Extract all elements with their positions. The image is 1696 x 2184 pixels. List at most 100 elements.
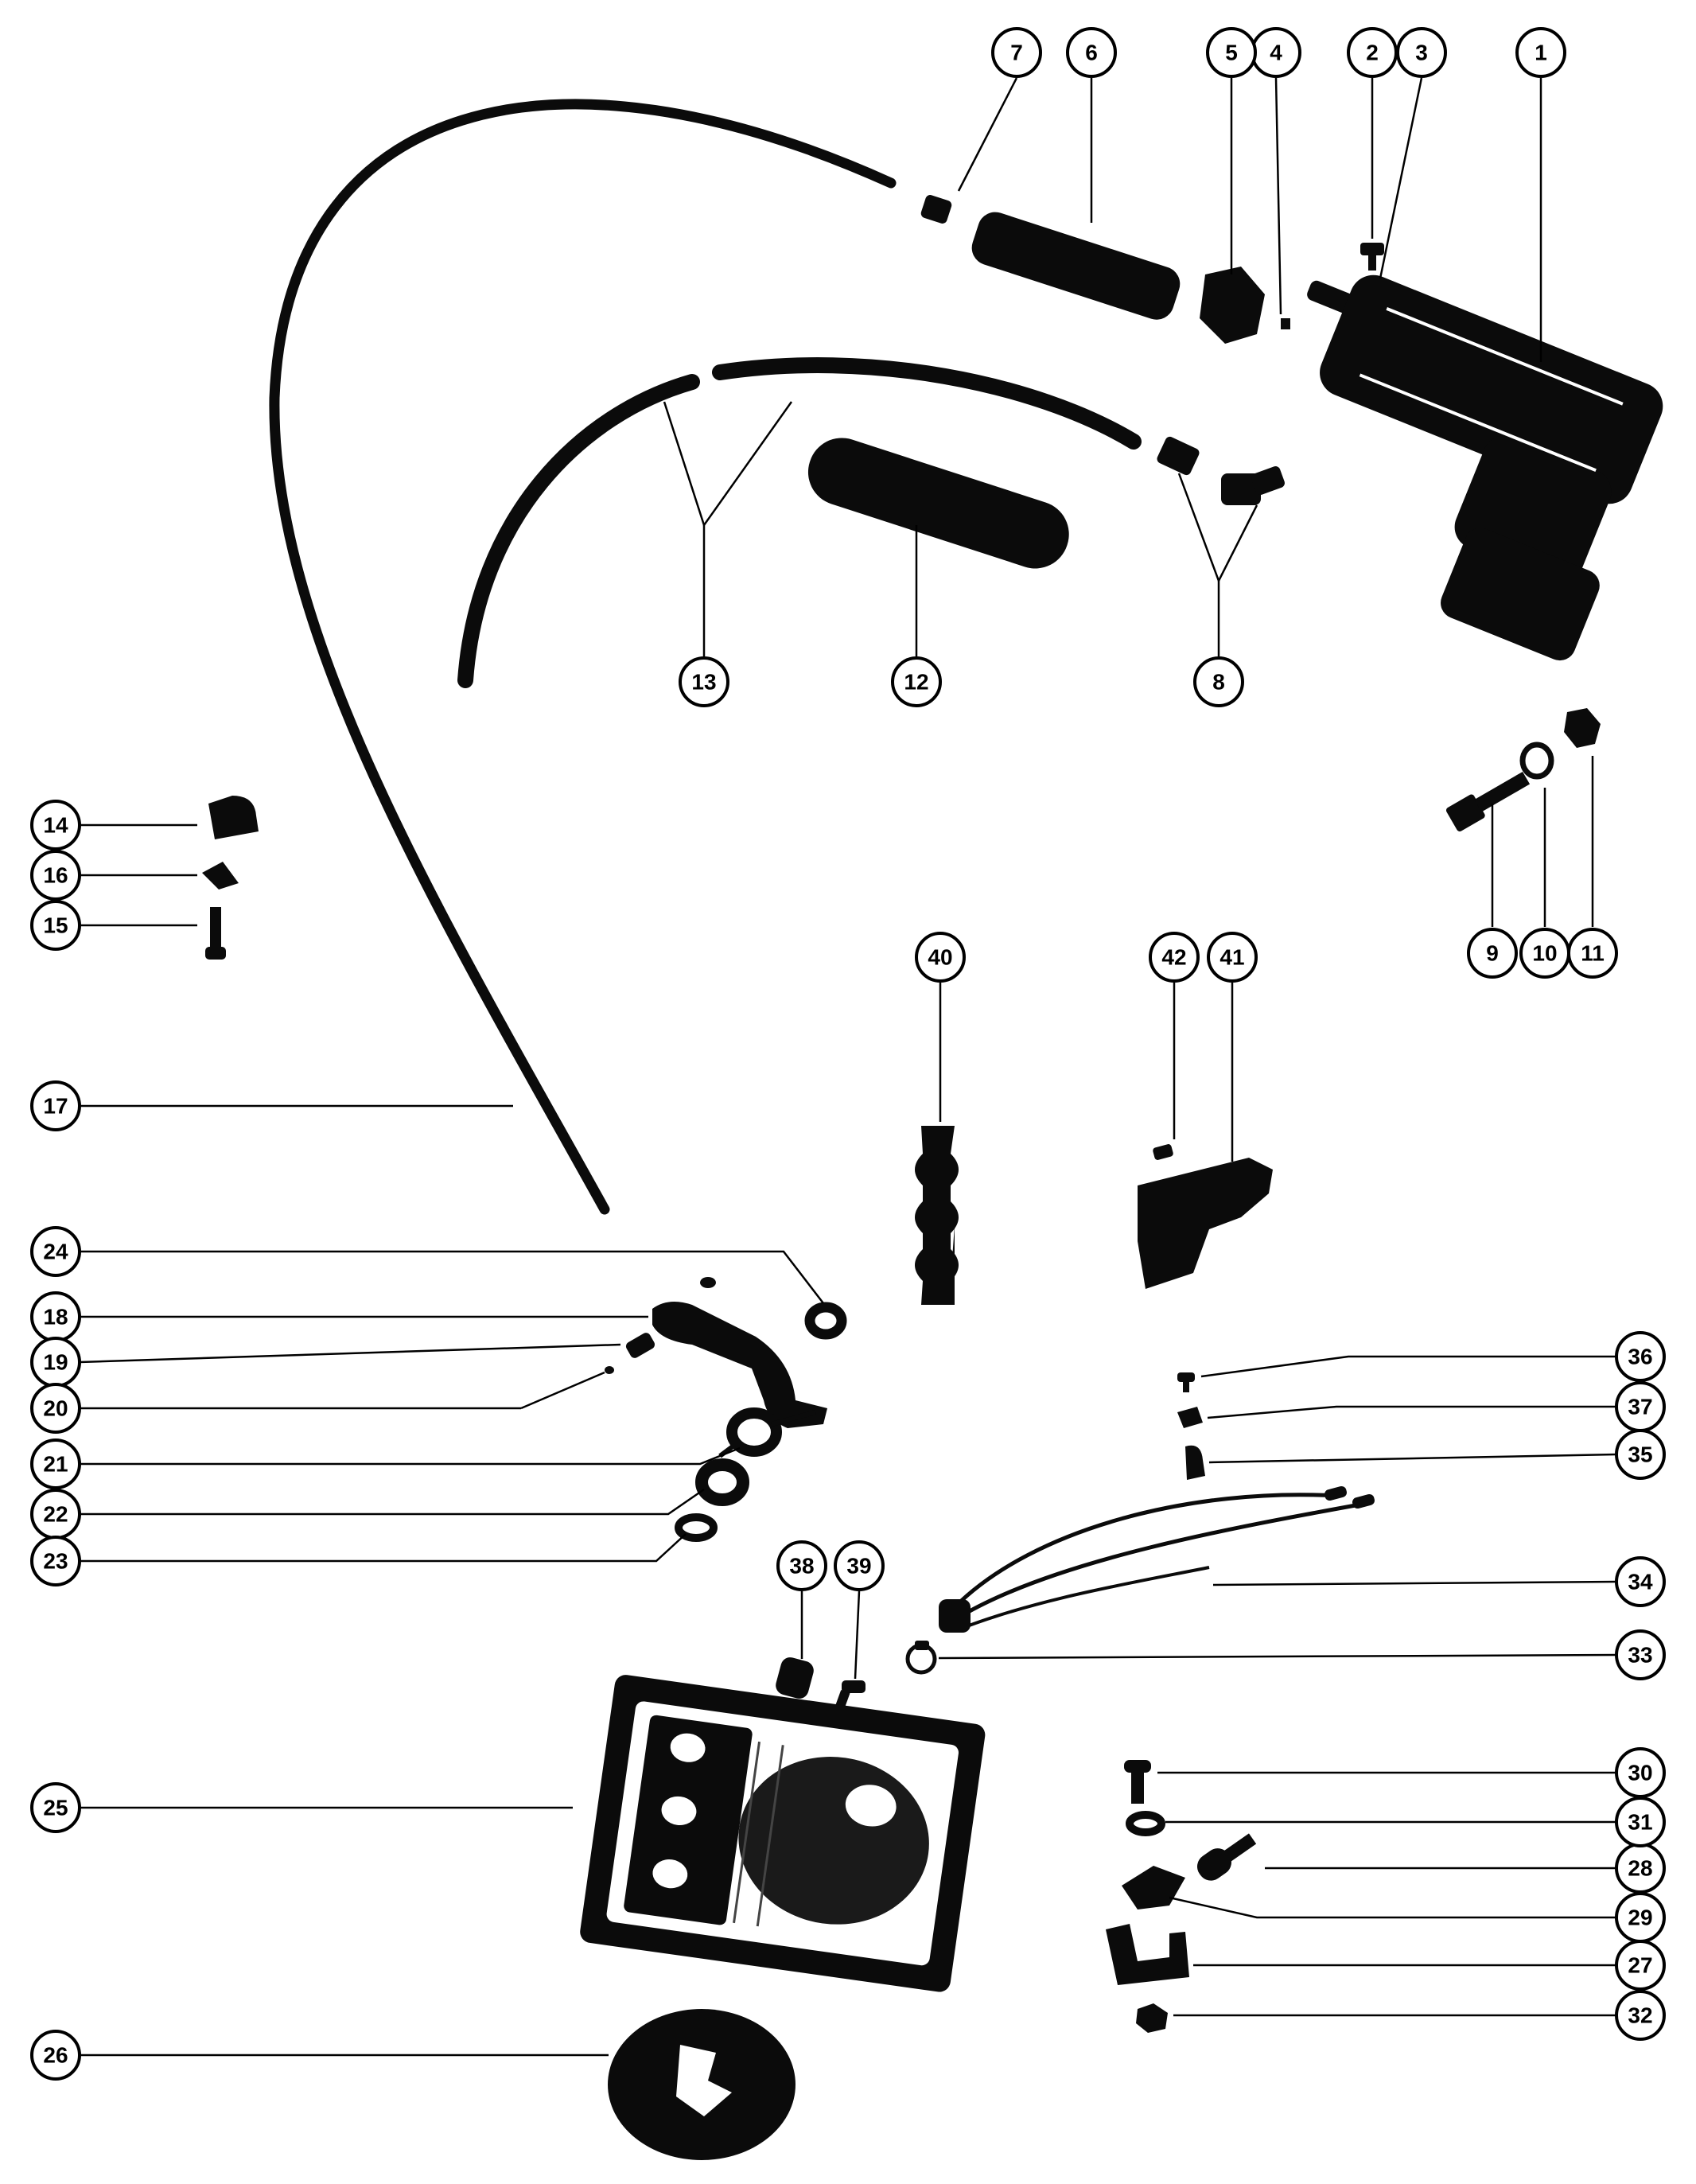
svg-text:15: 15	[43, 913, 68, 938]
part-19-spring	[625, 1333, 655, 1358]
callout-33: 33	[1615, 1629, 1666, 1680]
callout-27: 27	[1615, 1940, 1666, 1991]
callout-39: 39	[834, 1540, 885, 1591]
svg-text:14: 14	[43, 813, 68, 838]
svg-text:40: 40	[928, 945, 952, 970]
callout-31: 31	[1615, 1797, 1666, 1847]
callout-38: 38	[776, 1540, 827, 1591]
svg-text:12: 12	[904, 670, 928, 695]
svg-text:20: 20	[43, 1396, 68, 1421]
part-24-washer	[804, 1302, 847, 1340]
svg-text:26: 26	[43, 2043, 68, 2068]
part-38-grommet	[776, 1657, 814, 1699]
part-4-pin	[1281, 318, 1290, 329]
svg-text:16: 16	[43, 863, 68, 888]
part-5-nut	[1200, 267, 1265, 344]
part-15-screw-head	[205, 947, 226, 960]
part-42-screw	[1153, 1144, 1173, 1160]
part-29-clip	[1122, 1866, 1185, 1910]
callout-41: 41	[1207, 932, 1258, 983]
svg-text:25: 25	[43, 1796, 68, 1820]
callout-28: 28	[1615, 1843, 1666, 1894]
svg-text:31: 31	[1628, 1810, 1652, 1835]
callout-30: 30	[1615, 1747, 1666, 1798]
svg-text:30: 30	[1628, 1761, 1652, 1785]
part-41-bracket	[1138, 1158, 1273, 1289]
callout-24: 24	[30, 1226, 81, 1277]
svg-text:28: 28	[1628, 1856, 1652, 1881]
part-30-bolt	[1124, 1760, 1151, 1804]
svg-text:17: 17	[43, 1094, 68, 1119]
callout-3: 3	[1396, 27, 1447, 78]
callout-2: 2	[1347, 27, 1398, 78]
svg-text:5: 5	[1225, 41, 1238, 65]
svg-text:35: 35	[1628, 1442, 1652, 1467]
part-36-screw	[1177, 1372, 1195, 1382]
part-27-bracket	[1106, 1924, 1189, 1985]
callout-37: 37	[1615, 1381, 1666, 1432]
part-35-clip	[1185, 1445, 1205, 1480]
callout-15: 15	[30, 900, 81, 951]
svg-text:42: 42	[1161, 945, 1186, 970]
callout-17: 17	[30, 1080, 81, 1131]
svg-text:21: 21	[43, 1452, 68, 1477]
callout-40: 40	[915, 932, 966, 983]
callout-12: 12	[891, 656, 942, 707]
part-18-pin	[700, 1277, 716, 1288]
callout-14: 14	[30, 800, 81, 851]
svg-text:9: 9	[1486, 941, 1499, 966]
svg-text:24: 24	[43, 1240, 68, 1264]
part-23-washer	[675, 1513, 718, 1542]
callout-8: 8	[1193, 656, 1244, 707]
callout-11: 11	[1567, 928, 1618, 979]
part-34-wire-harness	[939, 1485, 1375, 1633]
part-15-screw-shank	[210, 907, 221, 951]
svg-text:7: 7	[1010, 41, 1023, 65]
svg-text:38: 38	[789, 1554, 814, 1579]
part-36-screw-shank	[1183, 1380, 1189, 1392]
callout-29: 29	[1615, 1892, 1666, 1943]
part-8-fitting-straight	[1157, 436, 1200, 476]
callout-19: 19	[30, 1337, 81, 1388]
callout-35: 35	[1615, 1429, 1666, 1480]
part-1-cylinder	[1307, 274, 1663, 661]
callout-21: 21	[30, 1438, 81, 1489]
svg-text:41: 41	[1219, 945, 1244, 970]
part-2-screw-shank	[1368, 253, 1376, 271]
part-22-bushing	[695, 1458, 749, 1506]
part-13-hose-left	[457, 374, 700, 688]
callout-36: 36	[1615, 1331, 1666, 1382]
part-32-nut	[1136, 2003, 1168, 2033]
svg-text:4: 4	[1270, 41, 1282, 65]
callout-1: 1	[1515, 27, 1566, 78]
callout-26: 26	[30, 2030, 81, 2081]
part-40-pad	[915, 1126, 959, 1305]
part-33-bulb	[905, 1641, 937, 1675]
callout-16: 16	[30, 850, 81, 901]
svg-text:39: 39	[846, 1554, 871, 1579]
part-31-washer	[1126, 1811, 1165, 1836]
callout-20: 20	[30, 1383, 81, 1434]
svg-text:33: 33	[1628, 1643, 1652, 1668]
svg-text:10: 10	[1532, 941, 1557, 966]
svg-text:3: 3	[1415, 41, 1428, 65]
callout-10: 10	[1519, 928, 1570, 979]
part-8-fitting-elbow	[1221, 466, 1285, 505]
part-25-housing	[580, 1675, 986, 1992]
callout-13: 13	[679, 656, 729, 707]
part-26-knob	[608, 2009, 795, 2160]
svg-text:18: 18	[43, 1305, 68, 1329]
svg-text:29: 29	[1628, 1906, 1652, 1930]
part-10-lockwasher	[1519, 742, 1554, 780]
part-2-screw-head	[1360, 243, 1384, 255]
callout-25: 25	[30, 1782, 81, 1833]
svg-text:27: 27	[1628, 1953, 1652, 1978]
svg-text:11: 11	[1581, 941, 1605, 966]
svg-text:36: 36	[1628, 1345, 1652, 1369]
callout-22: 22	[30, 1489, 81, 1540]
svg-text:2: 2	[1366, 41, 1379, 65]
leader-lines	[79, 77, 1617, 2057]
callout-7: 7	[991, 27, 1042, 78]
svg-text:22: 22	[43, 1502, 68, 1527]
